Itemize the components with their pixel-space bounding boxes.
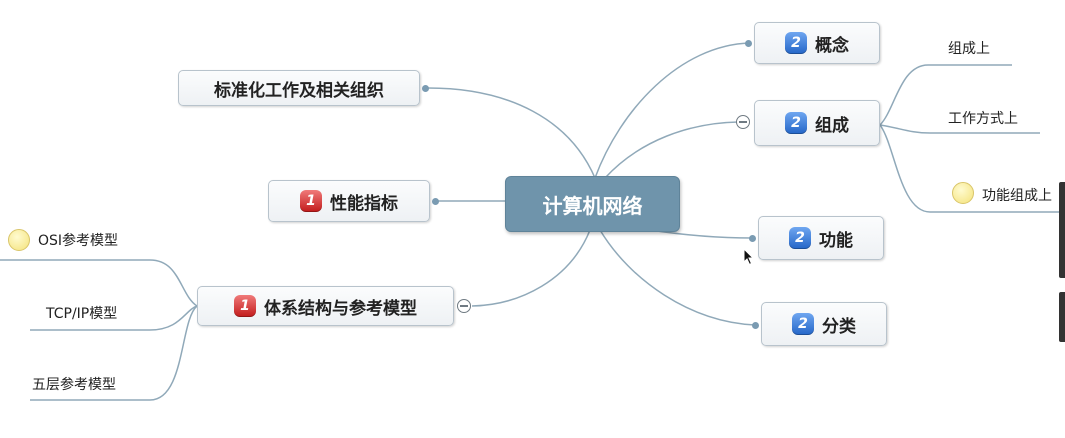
priority-2-icon: 2 [785,32,807,54]
central-topic[interactable]: 计算机网络 [505,176,680,232]
connector-arch-leaf-3 [30,305,198,401]
mouse-cursor-icon [743,248,755,266]
priority-1-icon: 1 [300,190,322,212]
connector-category [599,229,756,326]
connector-dot [752,322,759,329]
leaf-architecture-3[interactable]: 五层参考模型 [32,377,116,393]
leaf-architecture-1[interactable]: OSI参考模型 [38,233,119,249]
topic-composition-label: 组成 [815,115,849,136]
topic-architecture-label: 体系结构与参考模型 [264,298,417,319]
collapse-composition-button[interactable] [736,115,750,129]
connector-leaf-2 [879,124,1040,134]
side-panel-handle[interactable] [1059,182,1065,278]
connector-leaf-1 [879,64,1012,126]
priority-1-icon: 1 [234,295,256,317]
connector-dot [432,198,439,205]
topic-concept[interactable]: 2 概念 [754,22,880,64]
connector-standards [427,87,596,179]
topic-category-label: 分类 [822,316,856,337]
connector-dot [422,85,429,92]
smiley-icon [952,182,974,204]
side-panel-handle[interactable] [1059,292,1065,342]
connector-leaf-3 [879,124,1065,213]
priority-2-icon: 2 [789,227,811,249]
priority-2-icon: 2 [792,313,814,335]
smiley-icon [8,229,30,251]
connector-composition [604,121,739,179]
topic-function-label: 功能 [819,230,853,251]
topic-architecture[interactable]: 1 体系结构与参考模型 [197,286,454,326]
topic-category[interactable]: 2 分类 [761,302,887,346]
topic-performance[interactable]: 1 性能指标 [268,180,430,222]
topic-standards[interactable]: 标准化工作及相关组织 [178,70,420,106]
leaf-composition-1[interactable]: 组成上 [948,41,990,57]
topic-performance-label: 性能指标 [330,193,398,214]
leaf-architecture-2[interactable]: TCP/IP模型 [46,306,118,322]
topic-composition[interactable]: 2 组成 [754,100,880,146]
priority-2-icon: 2 [785,112,807,134]
connector-concept [594,42,751,179]
connector-dot [749,235,756,242]
central-topic-label: 计算机网络 [542,193,643,218]
connector-arch-leaf-1 [0,259,198,307]
leaf-composition-3[interactable]: 功能组成上 [982,188,1052,204]
topic-concept-label: 概念 [815,35,849,56]
topic-function[interactable]: 2 功能 [758,216,884,260]
connector-arch-leaf-2 [30,305,198,331]
connector-architecture [471,229,591,307]
connector-dot [745,40,752,47]
collapse-architecture-button[interactable] [457,299,471,313]
topic-standards-label: 标准化工作及相关组织 [214,80,384,101]
leaf-composition-2[interactable]: 工作方式上 [948,111,1018,127]
